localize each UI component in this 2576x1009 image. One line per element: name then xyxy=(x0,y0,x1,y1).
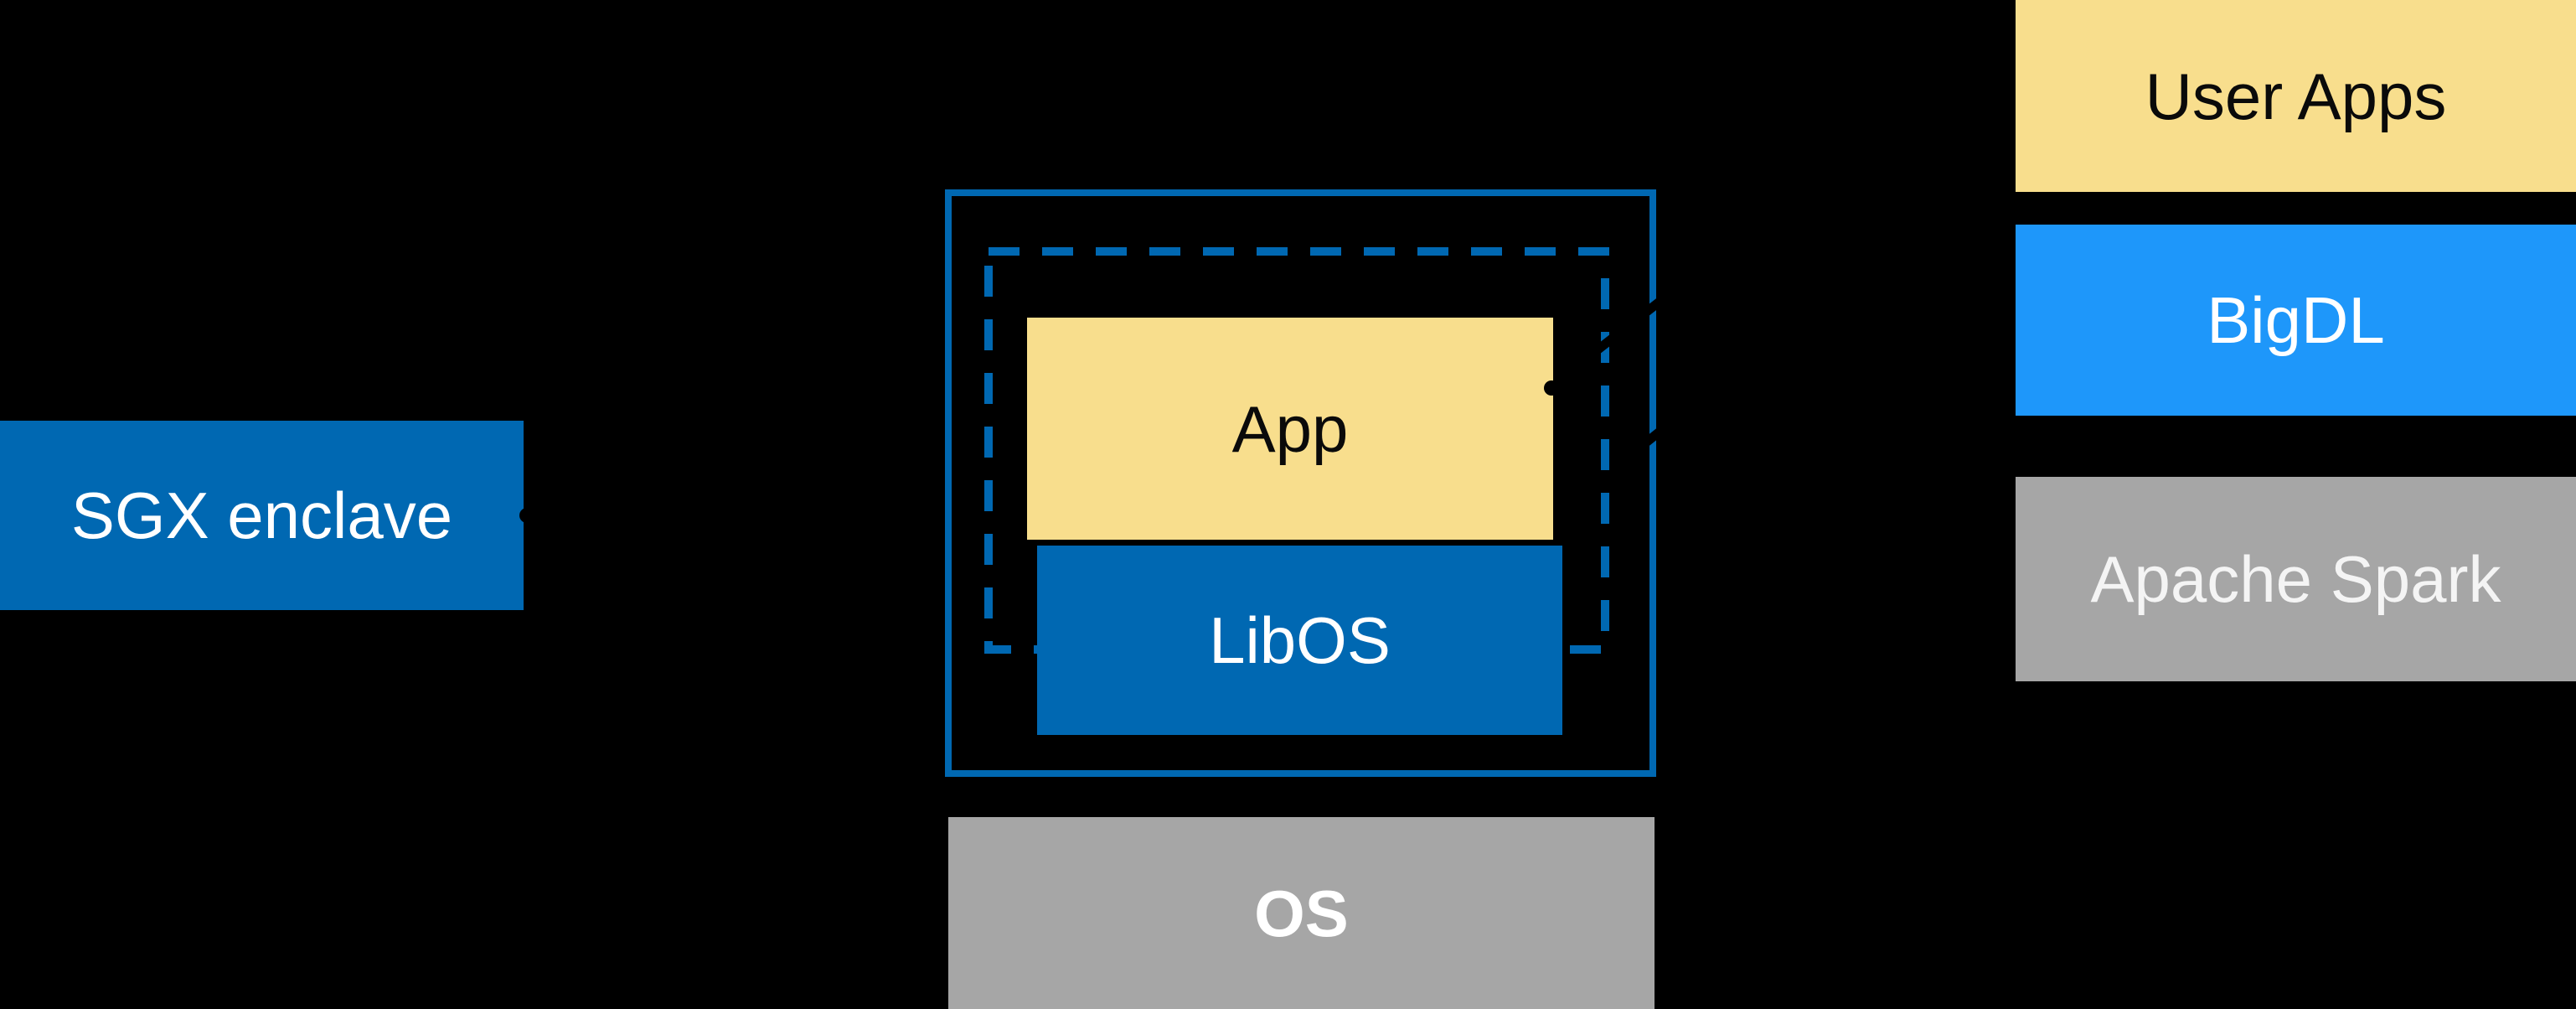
user-apps-label: User Apps xyxy=(2145,59,2447,133)
libos-box: LibOS xyxy=(1037,546,1562,735)
app-label: App xyxy=(1231,391,1349,466)
sgx-enclave-box: SGX enclave xyxy=(0,421,524,610)
user-apps-box: User Apps xyxy=(2016,0,2576,192)
bigdl-label: BigDL xyxy=(2207,283,2385,357)
apache-spark-label: Apache Spark xyxy=(2090,542,2501,616)
os-box: OS xyxy=(948,817,1655,1009)
libos-label: LibOS xyxy=(1209,603,1391,677)
os-label: OS xyxy=(1254,876,1349,950)
enclave-outer-box xyxy=(945,189,1656,777)
app-box: App xyxy=(1027,318,1553,540)
bigdl-box: BigDL xyxy=(2016,225,2576,416)
sgx-enclave-label: SGX enclave xyxy=(70,479,453,552)
apache-spark-box: Apache Spark xyxy=(2016,477,2576,681)
